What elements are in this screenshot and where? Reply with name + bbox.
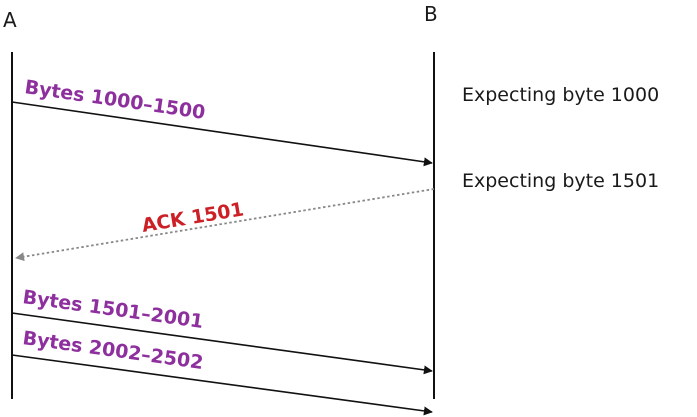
state-note-expecting-1000: Expecting byte 1000 xyxy=(462,84,659,106)
endpoint-a-label: A xyxy=(3,8,17,32)
state-note-expecting-1501: Expecting byte 1501 xyxy=(462,170,659,192)
message-label-ack-1501: ACK 1501 xyxy=(140,198,245,237)
endpoint-b-label: B xyxy=(424,2,438,26)
message-arrow-ack-1501 xyxy=(15,188,435,262)
message-label-bytes-2002-2502: Bytes 2002–2502 xyxy=(21,327,204,374)
message-arrow-bytes-2002-2502 xyxy=(11,354,433,416)
message-arrow-bytes-1501-2001 xyxy=(11,312,433,375)
message-arrow-bytes-1000-1500 xyxy=(11,101,433,167)
message-label-bytes-1501-2001: Bytes 1501–2001 xyxy=(21,286,204,333)
